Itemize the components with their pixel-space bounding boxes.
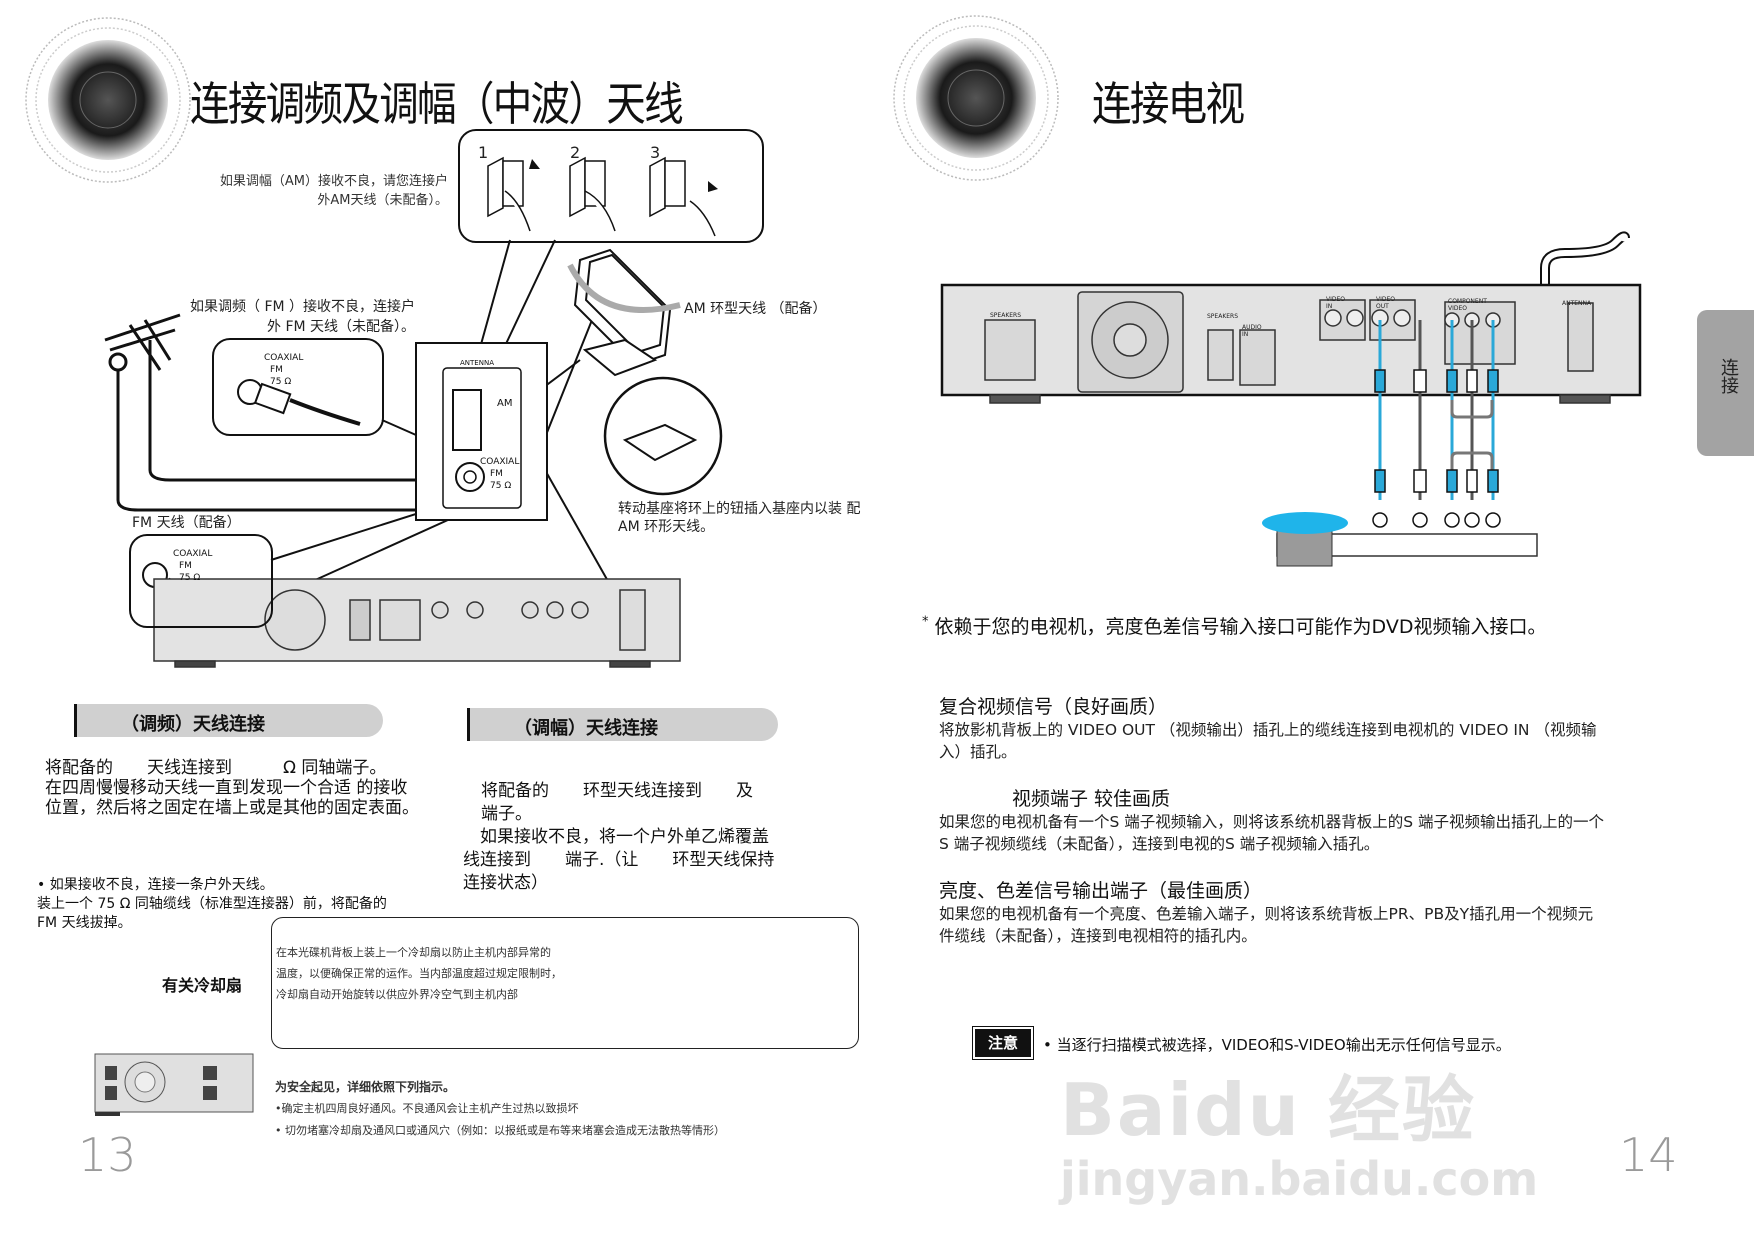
- section-composite: 复合视频信号（良好画质） 将放影机背板上的 VIDEO OUT （视频输出）插孔…: [939, 696, 1597, 761]
- safety-instructions: 为安全起见，详细依照下列指示。 •确定主机四周良好通风。不良通风会让主机产生过热…: [275, 1080, 725, 1137]
- page-title-right: 连接电视: [1092, 77, 1245, 131]
- rotate-arrow-icon: [567, 263, 681, 313]
- fm-coaxial-callout: COAXIAL FM 75 Ω: [212, 338, 384, 436]
- side-tab-connection[interactable]: 连接: [1697, 310, 1754, 456]
- am-section-header: （调幅）天线连接: [467, 708, 778, 741]
- fm-section-body: 将配备的 天线连接到 Ω 同轴端子。 在四周慢慢移动天线一直到发现一个合适 的接…: [45, 758, 419, 818]
- am-terminal-steps-callout: 1 2 3: [458, 129, 764, 243]
- page-number-left: 13: [78, 1128, 137, 1182]
- am-section-body: 将配备的 环型天线连接到 及 端子。 如果接收不良，将一个户外单乙烯覆盖 线连接…: [463, 781, 775, 893]
- page-title-left: 连接调频及调幅（中波）天线: [190, 77, 684, 131]
- receiver-fan-thumbnail: [94, 1053, 254, 1116]
- page-number-right: 14: [1619, 1128, 1678, 1182]
- footnote: * 依赖于您的电视机，亮度色差信号输入接口可能作为DVD视频输入接口。: [922, 614, 1547, 638]
- fan-title: 有关冷却扇: [162, 976, 243, 995]
- section-component: 亮度、色差信号输出端子（最佳画质） 如果您的电视机备有一个亮度、色差输入端子，则…: [939, 880, 1594, 945]
- tv-connection-diagram: [940, 231, 1642, 567]
- tv-icon: [1262, 512, 1538, 567]
- speaker-graphic-left: [25, 17, 191, 183]
- baidu-watermark: Baidu 经验 jingyan.baidu.com: [1060, 1068, 1539, 1206]
- step-3-label: 3: [650, 143, 661, 162]
- note-text: • 当逐行扫描模式被选择，VIDEO和S-VIDEO输出无示任何信号显示。: [1043, 1036, 1511, 1054]
- am-loop-label: AM 环型天线 （配备）: [684, 301, 827, 317]
- receiver-rear-panel-right: [940, 283, 1642, 404]
- fm-note: 如果调频（ FM ）接收不良，连接户 外 FM 天线（未配备）。: [190, 299, 416, 335]
- note-badge: 注意: [972, 1026, 1034, 1060]
- fm-supplied-callout: COAXIAL FM 75 Ω: [129, 534, 273, 628]
- step-1-label: 1: [478, 143, 489, 162]
- fan-info-box: 在本光碟机背板上装上一个冷却扇以防止主机内部异常的 温度，以便确保正常的运作。当…: [271, 917, 859, 1049]
- fm-section-header: （调频）天线连接: [74, 704, 383, 737]
- terminal-clip-illustrations: [487, 156, 718, 237]
- speaker-graphic-right: [893, 15, 1059, 181]
- am-note: 如果调幅（AM）接收不良，请您连接户 外AM天线（未配备）。: [219, 174, 448, 208]
- rotate-note: 转动基座将环上的钮插入基座内以装 配 AM 环形天线。: [618, 501, 861, 535]
- receiver-rear-panel-left: [153, 578, 681, 668]
- fm-supplied-label: FM 天线（配备）: [132, 515, 241, 531]
- outdoor-antenna-note: • 如果接收不良，连接一条户外天线。 装上一个 75 Ω 同轴缆线（标准型连接器…: [37, 877, 387, 931]
- step-2-label: 2: [570, 143, 581, 162]
- outdoor-fm-antenna-icon: [104, 313, 470, 512]
- antenna-connection-diagram: [104, 239, 723, 668]
- section-s-video: 视频端子 较佳画质 如果您的电视机备有一个S 端子视频输入，则将该系统机器背板上…: [939, 788, 1605, 853]
- cable-plugs: [1372, 369, 1501, 528]
